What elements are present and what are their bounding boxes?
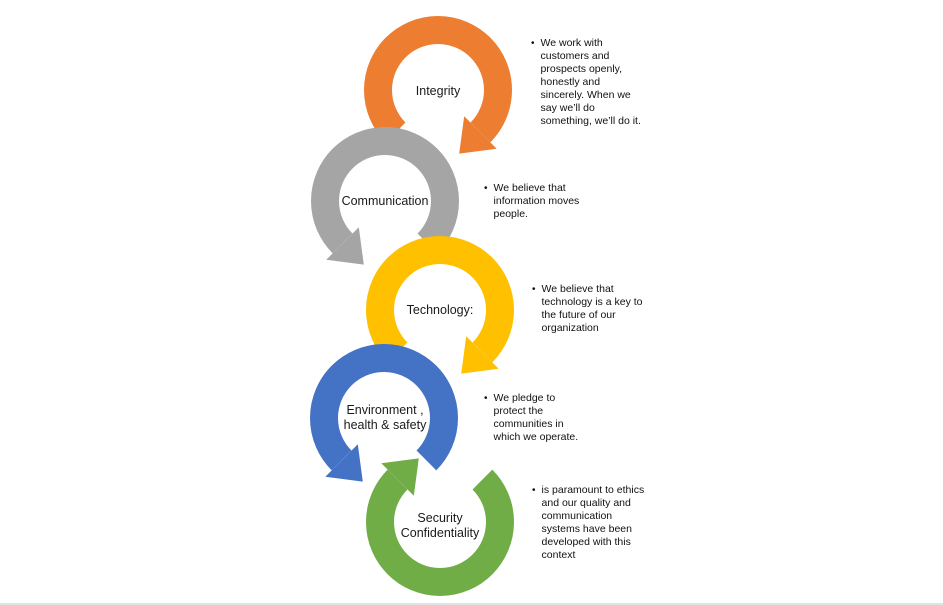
environment-label: Environment , health & safety: [343, 403, 427, 432]
technology-arrowhead-icon: [461, 336, 499, 374]
communication-arrowhead-icon: [326, 227, 364, 265]
integrity-arrowhead-icon: [459, 116, 497, 154]
bullet-dot: •: [531, 38, 535, 49]
bullet-dot: •: [484, 183, 488, 194]
security-circular-arrow: [355, 437, 525, 605]
security-bullet: • is paramount to ethics and our quality…: [532, 484, 646, 562]
security-label: Security Confidentiality: [400, 511, 480, 540]
communication-label: Communication: [341, 194, 429, 208]
bullet-dot: •: [532, 485, 536, 496]
communication-arc: [311, 127, 459, 254]
security-bullet-text: is paramount to ethics and our quality a…: [541, 484, 645, 561]
technology-arc: [366, 236, 514, 363]
bullet-dot: •: [532, 284, 536, 295]
security-arrowhead-icon: [381, 458, 419, 496]
bullet-dot: •: [484, 393, 488, 404]
integrity-bullet: • We work with customers and prospects o…: [531, 37, 645, 128]
environment-bullet: • We pledge to protect the communities i…: [484, 392, 586, 444]
technology-label: Technology:: [406, 303, 474, 317]
technology-bullet: • We believe that technology is a key to…: [532, 283, 646, 335]
environment-bullet-text: We pledge to protect the communities in …: [493, 392, 579, 443]
security-arc: [366, 469, 514, 596]
integrity-arc: [364, 16, 512, 143]
window-bottom-edge: [0, 603, 943, 605]
technology-bullet-text: We believe that technology is a key to t…: [541, 283, 643, 334]
communication-bullet-text: We believe that information moves people…: [493, 182, 580, 220]
environment-arc: [310, 344, 458, 471]
communication-circular-arrow: [300, 116, 470, 286]
communication-bullet: • We believe that information moves peop…: [484, 182, 594, 221]
environment-circular-arrow: [299, 333, 469, 503]
integrity-circular-arrow: [353, 5, 523, 175]
integrity-bullet-text: We work with customers and prospects ope…: [540, 37, 641, 127]
environment-arrowhead-icon: [325, 444, 363, 482]
technology-circular-arrow: [355, 225, 525, 395]
integrity-label: Integrity: [415, 84, 461, 98]
